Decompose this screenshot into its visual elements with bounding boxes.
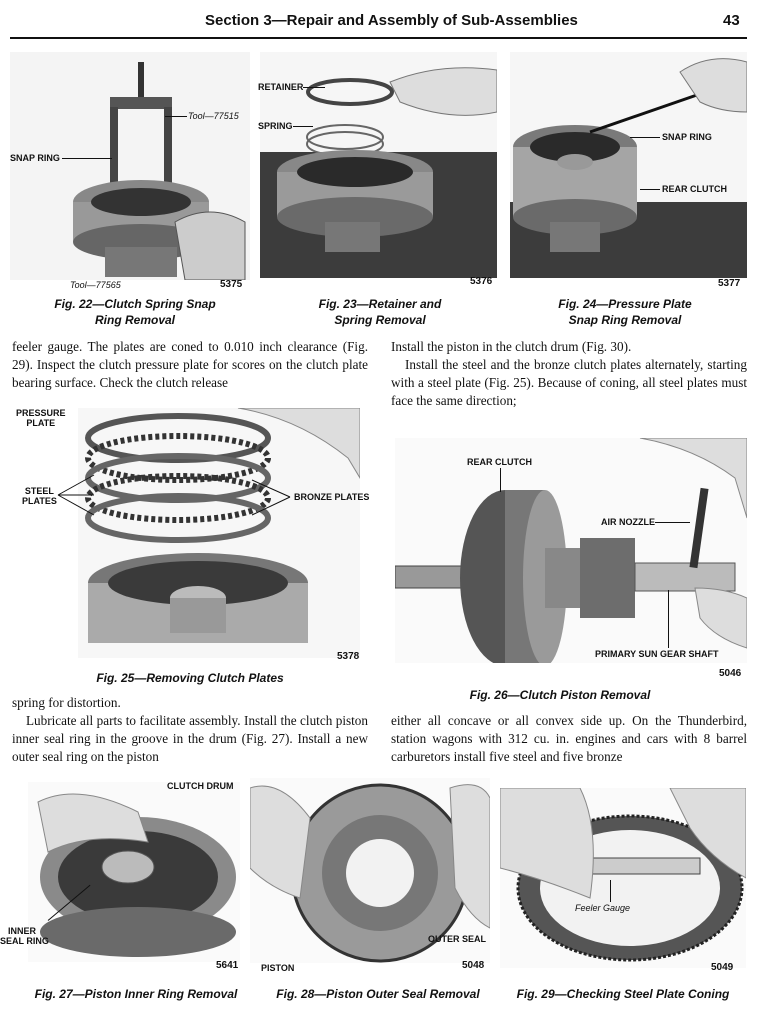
body-text-left-2: spring for distortion. Lubricate all par… (12, 694, 368, 766)
fig25-photo (78, 408, 360, 658)
fig26-leader-sun (668, 590, 669, 648)
fig26-leader-rear (500, 468, 501, 492)
fig26-leader-air (655, 522, 690, 523)
fig23-photo (260, 52, 497, 278)
body-text-right-1: Install the piston in the clutch drum (F… (391, 338, 747, 410)
section-title: Section 3—Repair and Assembly of Sub-Ass… (205, 12, 578, 29)
fig26-photo (395, 438, 747, 663)
body-text-left-2b: Lubricate all parts to facilitate assemb… (12, 713, 368, 764)
clutch-drum-with-tool-illustration (10, 52, 250, 280)
fig27-photo (28, 782, 240, 962)
fig23-label-spring: SPRING (258, 121, 293, 131)
fig22-label-tool-77515: Tool—77515 (188, 111, 239, 121)
fig25-caption: Fig. 25—Removing Clutch Plates (96, 671, 284, 685)
fig28-caption: Fig. 28—Piston Outer Seal Removal (276, 987, 480, 1001)
fig24-label-snap-ring: SNAP RING (662, 132, 712, 142)
fig29-number: 5049 (711, 962, 734, 973)
body-text-left-2a: spring for distortion. (12, 695, 121, 710)
body-text-right-1b: Install the steel and the bronze clutch … (391, 357, 747, 408)
fig27-label-clutch-drum: CLUTCH DRUM (167, 781, 234, 791)
body-text-left-1: feeler gauge. The plates are coned to 0.… (12, 339, 368, 390)
fig28-label-outer-seal: OUTER SEAL (428, 934, 487, 944)
piston-outer-seal-illustration (250, 778, 490, 963)
fig29-label-feeler-gauge: Feeler Gauge (575, 903, 631, 913)
fig24-leader-rear (640, 189, 660, 190)
fig25-number: 5378 (337, 651, 360, 662)
clutch-plates-illustration (78, 408, 360, 658)
fig25-leader-steel (57, 474, 95, 516)
steel-plate-coning-illustration (500, 788, 746, 968)
piston-inner-ring-illustration (28, 782, 240, 962)
fig27-caption: Fig. 27—Piston Inner Ring Removal (34, 987, 238, 1001)
fig23-leader-spring (293, 126, 313, 127)
fig29-photo (500, 788, 746, 968)
fig27-number: 5641 (216, 960, 239, 971)
fig28-label-piston: PISTON (261, 963, 295, 973)
fig25-label-bronze-plates: BRONZE PLATES (294, 492, 370, 502)
fig29-caption: Fig. 29—Checking Steel Plate Coning (516, 987, 730, 1001)
fig24-leader-snap (630, 137, 660, 138)
rear-clutch-snap-ring-illustration (510, 52, 747, 278)
fig29-leader-feeler (610, 880, 611, 902)
fig28-number: 5048 (462, 960, 485, 971)
fig26-label-sun-gear: PRIMARY SUN GEAR SHAFT (595, 649, 719, 659)
fig23-label-retainer: RETAINER (258, 82, 304, 92)
body-text-right-2: either all concave or all convex side up… (391, 713, 747, 764)
header-rule (10, 37, 747, 39)
fig24-label-rear-clutch: REAR CLUTCH (662, 184, 727, 194)
fig26-caption: Fig. 26—Clutch Piston Removal (469, 688, 651, 702)
fig22-number: 5375 (220, 279, 243, 290)
fig28-photo (250, 778, 490, 963)
fig22-label-snap-ring: SNAP RING (10, 153, 60, 163)
fig22-photo (10, 52, 250, 280)
fig24-photo (510, 52, 747, 278)
fig26-label-air-nozzle: AIR NOZZLE (601, 517, 655, 527)
fig25-leader-bronze (251, 479, 291, 516)
fig23-leader-retainer (303, 87, 325, 88)
fig26-number: 5046 (719, 668, 742, 679)
page-number: 43 (723, 12, 740, 29)
body-text-right-1a: Install the piston in the clutch drum (F… (391, 339, 632, 354)
fig23-number: 5376 (470, 276, 493, 287)
retainer-spring-illustration (260, 52, 497, 278)
fig24-number: 5377 (718, 278, 741, 289)
fig22-leader-tool (165, 116, 187, 117)
clutch-piston-removal-illustration (395, 438, 747, 663)
fig22-leader-snap (62, 158, 112, 159)
fig26-label-rear-clutch: REAR CLUTCH (467, 457, 532, 467)
fig22-label-tool-77565: Tool—77565 (70, 280, 121, 290)
